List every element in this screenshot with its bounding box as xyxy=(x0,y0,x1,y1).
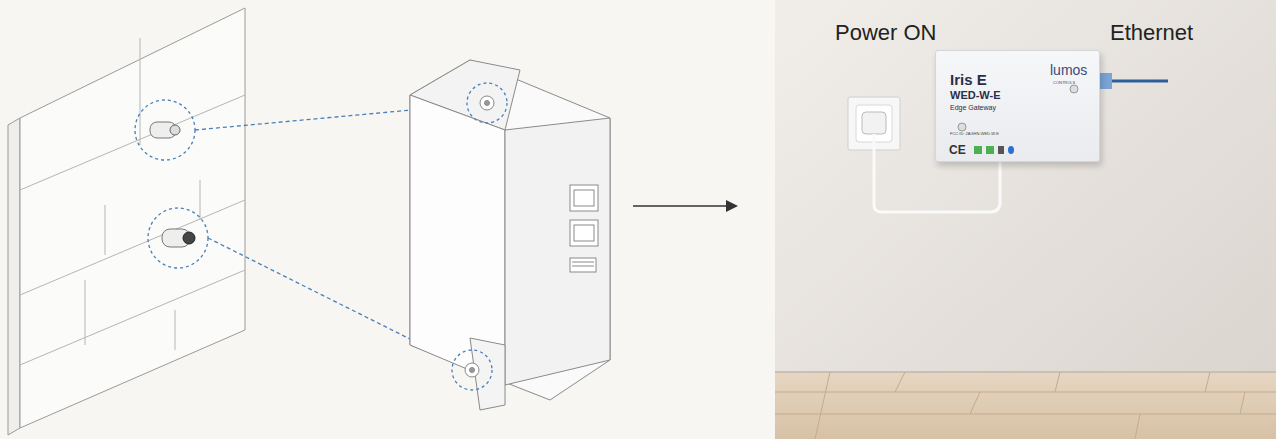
screw xyxy=(135,100,208,268)
device-text: Edge Gateway xyxy=(950,104,996,111)
device-illustration xyxy=(410,60,610,410)
ce-mark: CE xyxy=(949,143,966,157)
wall-panel xyxy=(8,8,245,435)
brand-logo: lumos xyxy=(1050,62,1087,78)
ethernet-cable xyxy=(1098,73,1168,89)
fcc-id: FCC ID: 2AGHN-WED-W-E xyxy=(950,131,999,136)
callout-label: Power ON xyxy=(835,20,936,46)
room-photo xyxy=(775,0,1276,439)
callout-label: Ethernet xyxy=(1110,20,1193,46)
brand-subtitle: CONTROLS xyxy=(1053,80,1075,85)
device-text: WED-W-E xyxy=(950,89,1001,101)
flow-arrow xyxy=(633,200,738,212)
device-text: Iris E xyxy=(950,71,987,88)
